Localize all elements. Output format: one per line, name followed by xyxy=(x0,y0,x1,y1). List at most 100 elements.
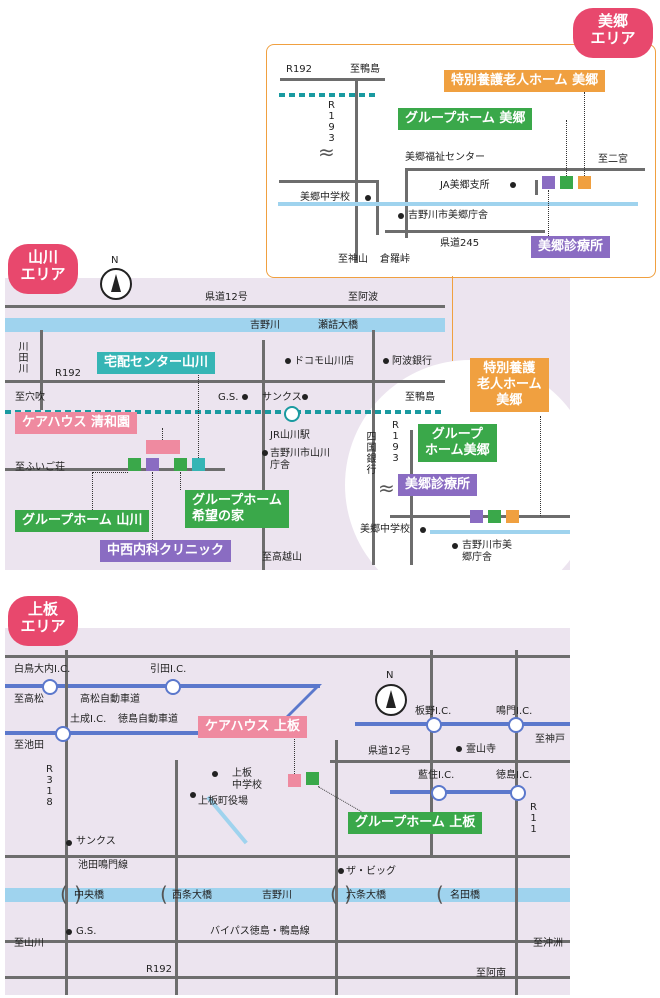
facility-clinic-nakanishi[interactable]: 中西内科クリニック xyxy=(100,540,232,562)
label-natahashi: 名田橋 xyxy=(450,890,480,901)
label-to-kamojima: 至鴨島 xyxy=(350,64,380,75)
ic-itano-icon xyxy=(426,717,442,733)
label-to-awa: 至阿波 xyxy=(348,292,378,303)
road-west xyxy=(279,180,379,183)
ic-tokushima-icon xyxy=(510,785,526,801)
facility-care-house-kamiita[interactable]: ケアハウス 上板 xyxy=(198,716,308,738)
label-r193: R193 xyxy=(328,100,335,144)
label-to-kamiyama: 至神山 xyxy=(338,254,368,265)
jr-tokushima-line xyxy=(5,410,445,414)
road-r192-yamakawa xyxy=(5,380,445,383)
school-dot xyxy=(365,195,371,201)
group-home-marker xyxy=(560,176,573,189)
label-naruto-ic: 鳴門I.C. xyxy=(496,706,533,717)
label-gs: G.S. xyxy=(76,926,97,937)
facility-gh-kamiita[interactable]: グループホーム 上板 xyxy=(348,812,483,834)
leader-nursing xyxy=(584,92,585,176)
facility-gh-yamakawa[interactable]: グループホーム 山川 xyxy=(15,510,150,532)
facility-gh-kibou[interactable]: グループホーム 希望の家 xyxy=(185,490,289,528)
road-r193 xyxy=(355,78,358,263)
label-to-nitomiya: 至二宮 xyxy=(598,154,628,165)
yoshinogawa-river-kamiita xyxy=(5,888,570,902)
facility-clinic-bigo[interactable]: 美郷診療所 xyxy=(531,236,611,258)
bridge-mark-2: ( xyxy=(160,882,168,906)
road-south xyxy=(5,468,225,471)
sunkus-dot xyxy=(66,840,72,846)
road-west-v xyxy=(376,180,379,235)
label-to-kamojima: 至鴨島 xyxy=(405,392,435,403)
bigo-gh-marker xyxy=(488,510,501,523)
north-arrow-icon xyxy=(375,684,407,716)
office-dot xyxy=(398,213,404,219)
label-ryozenji: 霊山寺 xyxy=(466,744,496,755)
facility-takuhai[interactable]: 宅配センター山川 xyxy=(97,352,216,374)
ryozenji-dot xyxy=(456,746,462,752)
bigo-office-dot xyxy=(452,543,458,549)
label-ja: JA美郷支所 xyxy=(440,180,490,191)
expressway-to-aizumi xyxy=(390,790,520,794)
road-ja xyxy=(535,180,538,195)
bridge-mark-4: ( xyxy=(436,882,444,906)
leader-ghy-h xyxy=(92,472,128,473)
road-r193-v xyxy=(372,330,375,565)
label-r192: R192 xyxy=(55,368,82,379)
label-to-anabuki: 至穴吹 xyxy=(15,392,45,403)
label-awa-bank: 阿波銀行 xyxy=(392,356,432,367)
road-pref12 xyxy=(330,760,570,763)
road-r318 xyxy=(65,650,68,995)
label-rokujo-bridge: 六条大橋 xyxy=(346,890,386,901)
label-to-takakoshi: 至高越山 xyxy=(262,552,302,563)
label-to-okinosu: 至沖洲 xyxy=(533,938,563,949)
bigo-connector xyxy=(452,276,453,361)
label-sunkus: サンクス xyxy=(262,392,302,403)
label-itano-ic: 板野I.C. xyxy=(415,706,452,717)
docomo-dot xyxy=(285,358,291,364)
leader-kibou xyxy=(180,472,181,490)
bigo-river-inset xyxy=(430,530,570,534)
north-arrow-icon xyxy=(100,268,132,300)
takuhai-marker xyxy=(192,458,205,471)
awa-bank-dot xyxy=(383,358,389,364)
label-pref12: 県道12号 xyxy=(205,292,248,303)
nursing-home-marker xyxy=(578,176,591,189)
label-takamatsu-exp: 高松自動車道 xyxy=(80,694,140,705)
label-pref245: 県道245 xyxy=(440,238,480,249)
road-r192 xyxy=(280,78,385,81)
label-yoshinogawa: 吉野川 xyxy=(262,890,292,901)
road-r11 xyxy=(515,650,518,995)
label-tokushima-ic: 徳島I.C. xyxy=(496,770,533,781)
facility-bigo-gh[interactable]: グループ ホーム美郷 xyxy=(418,424,497,462)
ja-dot xyxy=(510,182,516,188)
road-bigo-r193 xyxy=(410,430,413,565)
facility-care-house-seiwaen[interactable]: ケアハウス 清和園 xyxy=(15,412,138,434)
facility-nursing-home-bigo[interactable]: 特別養護老人ホーム 美郷 xyxy=(444,70,606,92)
label-r192: R192 xyxy=(286,64,313,75)
care-house-marker xyxy=(146,440,180,454)
label-bigo-office: 吉野川市美郷庁舎 xyxy=(462,540,512,563)
label-kurasu: 倉羅峠 xyxy=(380,254,410,265)
facility-bigo-clinic[interactable]: 美郷診療所 xyxy=(398,474,478,496)
ic-shiratori-icon xyxy=(42,679,58,695)
expressway-east xyxy=(355,722,570,726)
road-top xyxy=(5,655,570,658)
bigo-school-dot xyxy=(420,527,426,533)
label-office: 吉野川市美郷庁舎 xyxy=(408,210,488,221)
label-hiketa-ic: 引田I.C. xyxy=(150,664,187,675)
bigo-nursing-marker xyxy=(506,510,519,523)
label-saijo-bridge: 西条大橋 xyxy=(172,890,212,901)
clinic-marker xyxy=(542,176,555,189)
facility-bigo-nursing[interactable]: 特別養護 老人ホーム 美郷 xyxy=(470,358,549,412)
label-chuo-bridge: 中央橋 xyxy=(74,890,104,901)
label-r193: R193 xyxy=(392,420,399,464)
leader-care xyxy=(162,428,163,440)
leader-ghy xyxy=(92,472,93,510)
bridge-mark-3: ( ) xyxy=(330,882,352,906)
label-to-yamakawa: 至山川 xyxy=(14,938,44,949)
label-shiratori-ic: 白鳥大内I.C. xyxy=(14,664,71,675)
gh-yamakawa-marker xyxy=(128,458,141,471)
gs-dot xyxy=(66,929,72,935)
office-dot xyxy=(262,450,268,456)
facility-group-home-bigo[interactable]: グループホーム 美郷 xyxy=(398,108,533,130)
label-sunkus: サンクス xyxy=(76,836,116,847)
label-middle-school: 美郷中学校 xyxy=(300,192,350,203)
